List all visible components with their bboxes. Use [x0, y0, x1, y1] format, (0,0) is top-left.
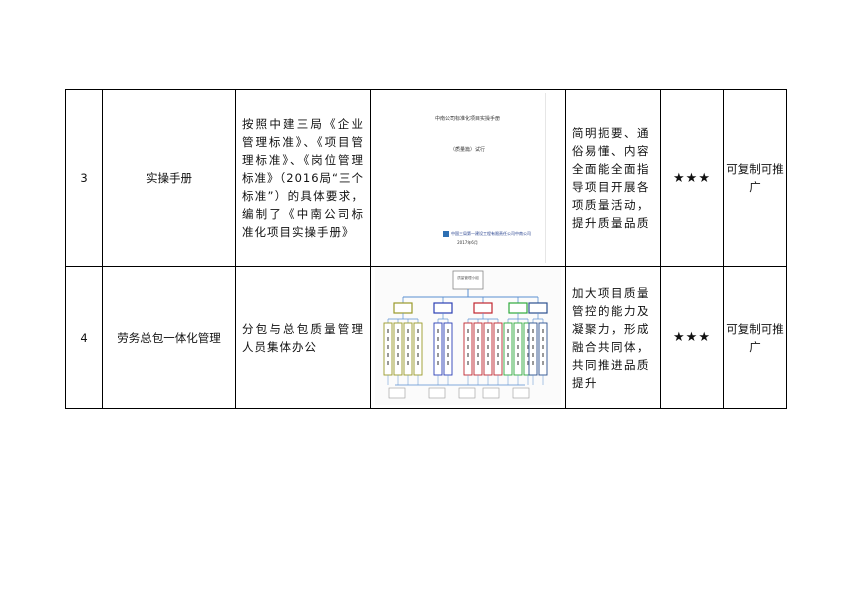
company-logo-icon — [443, 231, 449, 237]
org-chart-bottom-node — [482, 387, 500, 399]
org-chart-top-node — [452, 270, 484, 290]
org-chart-bottom-node — [428, 387, 446, 399]
org-chart-branch — [528, 297, 548, 385]
recommendation: 可复制可推广 — [723, 89, 787, 267]
org-chart-bottom-node — [388, 387, 406, 399]
measure-name: 劳务总包一体化管理 — [102, 266, 236, 409]
quality-measures-table: 3 实操手册 按照中建三局《企业管理标准》、《项目管理标准》、《岗位管理标准》（… — [65, 89, 787, 409]
row-number: 3 — [65, 89, 103, 267]
recommendation: 可复制可推广 — [723, 266, 787, 409]
measure-description: 按照中建三局《企业管理标准》、《项目管理标准》、《岗位管理标准》（2016局“三… — [235, 89, 371, 267]
org-chart-branch — [433, 297, 453, 385]
org-chart-bottom-node — [458, 387, 476, 399]
measure-effect: 简明扼要、通俗易懂、内容全面能全面指导项目开展各项质量活动，提升质量品质 — [565, 89, 661, 267]
rating-stars: ★★★ — [660, 266, 724, 409]
cover-organization: 中国三局第一建设工程有限责任公司中南公司 — [451, 231, 531, 236]
table-row: 3 实操手册 按照中建三局《企业管理标准》、《项目管理标准》、《岗位管理标准》（… — [65, 89, 787, 267]
measure-image-cell: 中南公司标准化项目实操手册 （质量篇）试行 中国三局第一建设工程有限责任公司中南… — [370, 89, 566, 267]
cover-title: 中南公司标准化项目实操手册 — [434, 116, 500, 122]
cover-subtitle: （质量篇）试行 — [449, 147, 485, 153]
measure-effect: 加大项目质量管控的能力及凝聚力，形成融合共同体，共同推进品质提升 — [565, 266, 661, 409]
org-chart-bottom-node — [512, 387, 530, 399]
org-chart-branch — [383, 297, 423, 385]
measure-name: 实操手册 — [102, 89, 236, 267]
org-chart-branch — [503, 297, 533, 385]
manual-cover-thumbnail: 中南公司标准化项目实操手册 （质量篇）试行 中国三局第一建设工程有限责任公司中南… — [390, 93, 546, 263]
org-chart-top-label: 质量管理小组 — [457, 275, 479, 280]
table-row: 4 劳务总包一体化管理 分包与总包质量管理人员集体办公 质量管理小组 加大项目质… — [65, 266, 787, 409]
row-number: 4 — [65, 266, 103, 409]
cover-date: 2017年6月 — [457, 240, 478, 245]
org-chart-thumbnail: 质量管理小组 — [375, 267, 561, 405]
measure-image-cell: 质量管理小组 — [370, 266, 566, 409]
measure-description: 分包与总包质量管理人员集体办公 — [235, 266, 371, 409]
rating-stars: ★★★ — [660, 89, 724, 267]
org-chart-branch — [463, 297, 503, 385]
